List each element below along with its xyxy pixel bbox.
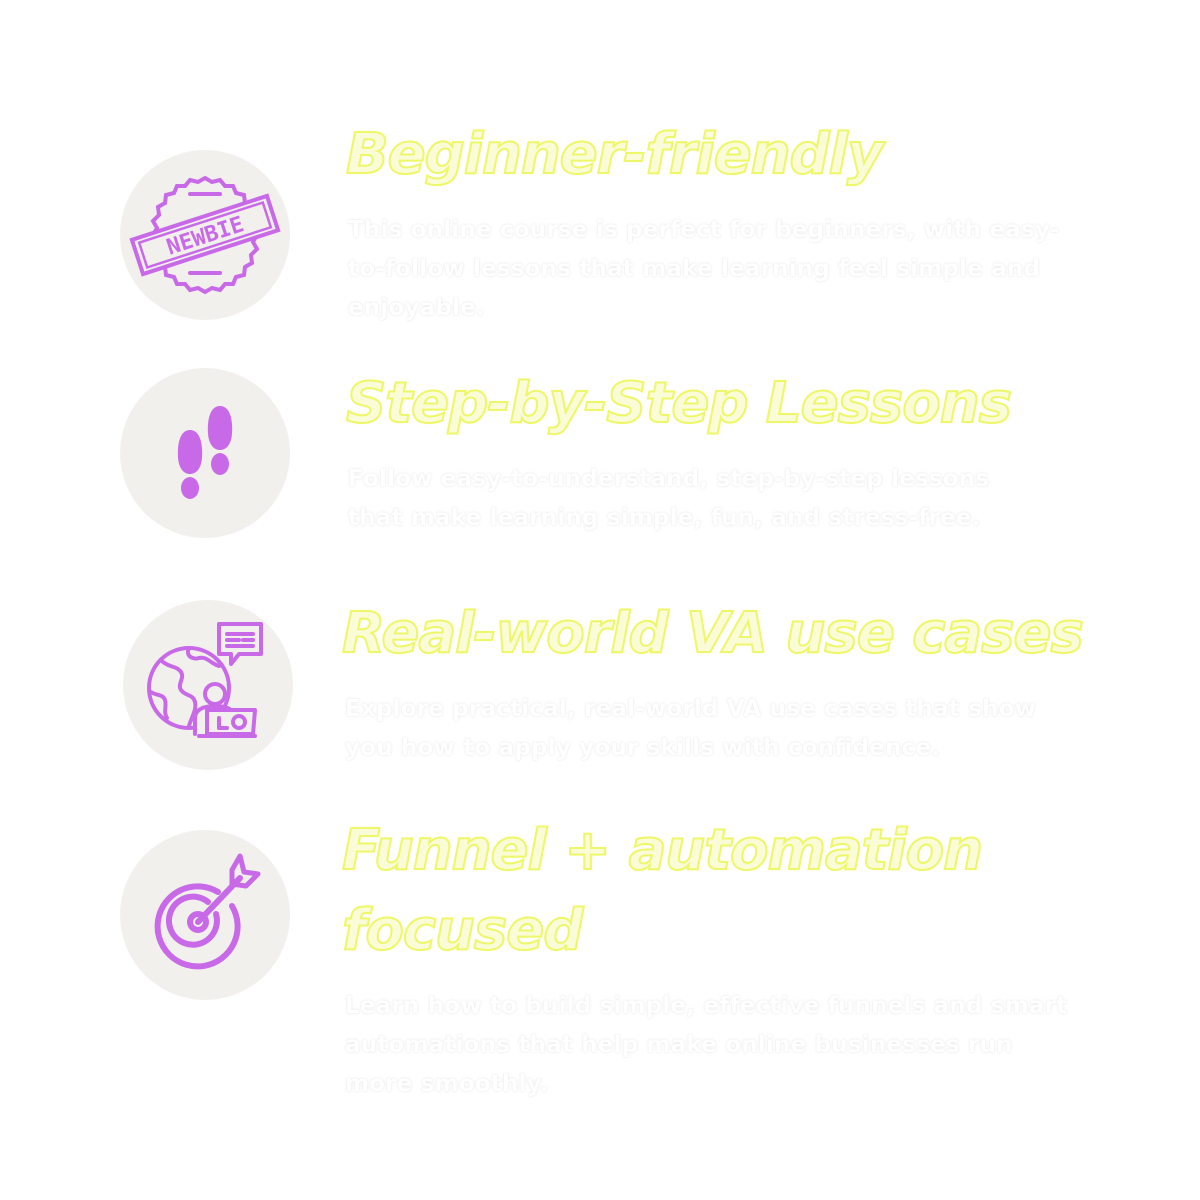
- feature-icon-circle: [120, 830, 290, 1000]
- feature-title: Real-world VA use cases: [341, 600, 1085, 667]
- feature-description: Explore practical, real-world VA use cas…: [345, 696, 1037, 761]
- target-arrow-icon: [154, 853, 261, 970]
- feature-icon-circle: [120, 368, 290, 538]
- feature-icon-circle: NEWBIE: [120, 150, 290, 320]
- footprints-icon: [177, 406, 233, 499]
- feature-description: This online course is perfect for beginn…: [348, 217, 1060, 321]
- global-remote-worker-icon: [147, 622, 263, 738]
- newbie-stamp-icon: NEWBIE: [129, 175, 281, 295]
- feature-title: Beginner-friendly: [345, 121, 884, 188]
- feature-icon-circle: [123, 600, 293, 770]
- feature-description: Learn how to build simple, effective fun…: [345, 993, 1068, 1097]
- feature-title: Step-by-Step Lessons: [345, 370, 1013, 437]
- feature-title-line-2: focused: [341, 897, 584, 964]
- feature-title-line-1: Funnel + automation: [341, 817, 984, 884]
- feature-description: Follow easy-to-understand, step-by-step …: [348, 466, 990, 531]
